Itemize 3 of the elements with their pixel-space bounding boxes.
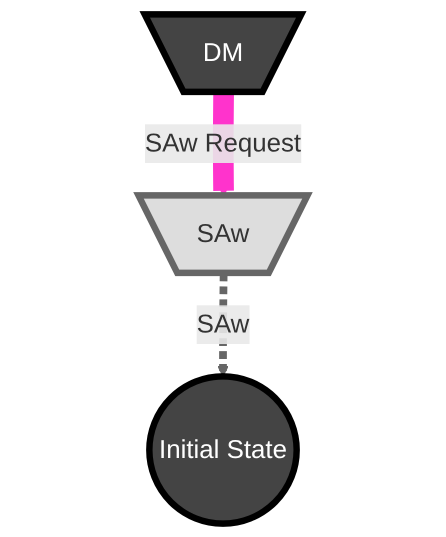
edge-label: SAw: [196, 310, 250, 338]
node-circle: Initial State: [146, 372, 300, 526]
edge-label: SAw Request: [144, 128, 302, 158]
